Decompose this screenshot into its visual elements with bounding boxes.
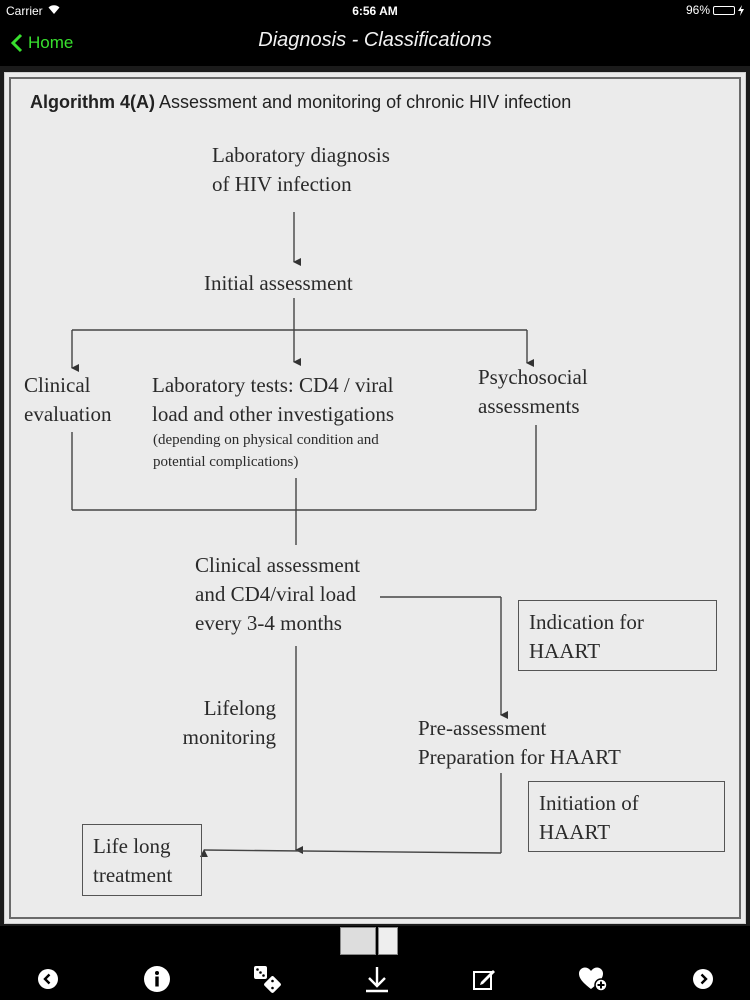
home-back-button[interactable]: Home [10,30,73,56]
node-line: load and other investigations [152,402,395,426]
page-thumbnail[interactable] [378,927,398,955]
random-button[interactable] [250,962,284,996]
next-button[interactable] [686,962,720,996]
page-title: Diagnosis - Classifications [258,29,492,51]
node-line: Indication for [529,610,644,634]
wifi-icon [47,3,61,18]
box-initiation-of-haart: Initiation of HAART [528,781,725,852]
figure-frame [9,77,741,919]
node-clinical-evaluation: Clinical evaluation [24,371,111,429]
node-line: every 3-4 months [195,611,342,635]
info-icon [144,966,170,992]
node-line: Initial assessment [204,271,353,295]
heart-add-icon [579,967,608,992]
node-line: treatment [93,863,173,887]
node-psychosocial-assessments: Psychosocial assessments [478,363,588,421]
node-laboratory-tests: Laboratory tests: CD4 / viral load and o… [152,371,394,429]
charging-icon [738,4,744,16]
algorithm-heading: Algorithm 4(A) Assessment and monitoring… [30,92,571,113]
download-icon [366,967,388,993]
node-pre-assessment: Pre-assessment Preparation for HAART [418,714,621,772]
node-line: Initiation of [539,791,639,815]
content-area [0,66,750,926]
box-indication-for-haart: Indication for HAART [518,600,717,671]
node-initial-assessment: Initial assessment [204,269,353,298]
dice-icon [254,966,281,993]
node-line: and CD4/viral load [195,582,356,606]
node-line: Psychosocial [478,365,588,389]
page-thumbnail[interactable] [340,927,376,955]
navigation-bar: Home Diagnosis - Classifications [0,22,750,66]
previous-button[interactable] [31,962,65,996]
back-label: Home [28,33,74,52]
add-favorite-button[interactable] [576,962,610,996]
node-laboratory-tests-note: (depending on physical condition and pot… [153,429,379,473]
algorithm-number: Algorithm 4(A) [30,92,155,112]
arrow-pre-to-treatment [199,849,502,858]
info-button[interactable] [140,962,174,996]
node-lifelong-monitoring: Lifelong monitoring [168,694,276,752]
node-line: of HIV infection [212,172,352,196]
page-thumbnails [340,927,400,955]
download-button[interactable] [360,962,394,996]
edit-note-button[interactable] [467,962,501,996]
node-line: Clinical assessment [195,553,361,577]
chevron-right-icon [693,969,713,989]
algorithm-figure [4,72,746,924]
bottom-toolbar [0,958,750,1000]
box-lifelong-treatment: Life long treatment [82,824,202,896]
node-line: monitoring [182,725,276,749]
node-line: Lifelong [203,696,276,720]
node-line: Laboratory tests: CD4 / viral [152,373,394,397]
node-laboratory-diagnosis: Laboratory diagnosis of HIV infection [212,141,390,199]
node-line: assessments [478,394,580,418]
node-line: HAART [529,639,601,663]
battery-icon [713,5,735,15]
node-line: Laboratory diagnosis [212,143,390,167]
node-line: Clinical [24,373,91,397]
battery-indicator: 96% [686,3,744,17]
battery-percent: 96% [685,3,710,17]
node-line: Life long [93,834,171,858]
edit-icon [473,970,495,990]
node-line: Pre-assessment [418,716,547,740]
node-line: HAART [539,820,611,844]
node-line: (depending on physical condition and [153,432,379,448]
clock: 6:56 AM [352,4,398,18]
node-clinical-assessment: Clinical assessment and CD4/viral load e… [195,551,360,638]
chevron-left-icon [10,33,23,53]
node-line: potential complications) [153,454,299,470]
node-line: Preparation for HAART [418,745,621,769]
algorithm-title: Assessment and monitoring of chronic HIV… [159,92,572,112]
node-line: evaluation [24,402,112,426]
chevron-left-icon [38,969,58,989]
status-bar: Carrier 6:56 AM 96% [0,0,750,22]
carrier-label: Carrier [6,4,43,18]
